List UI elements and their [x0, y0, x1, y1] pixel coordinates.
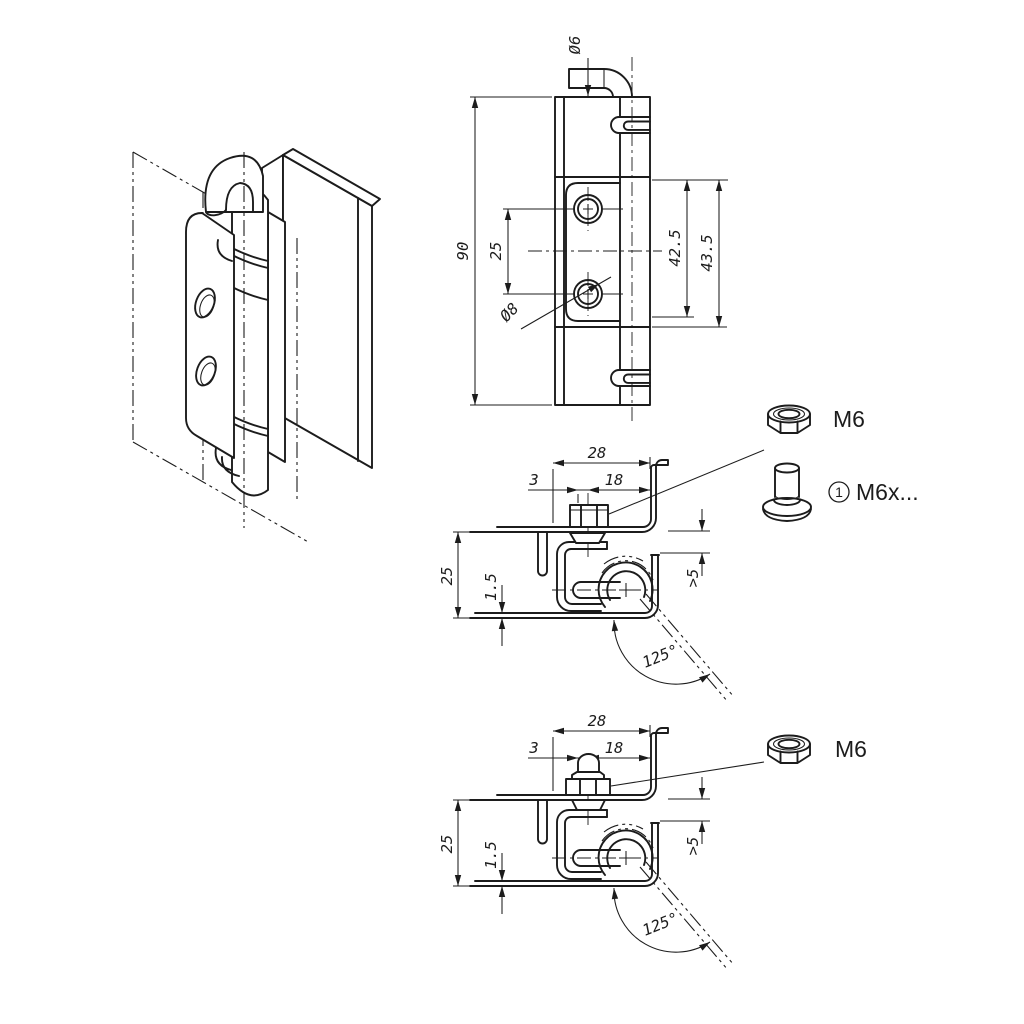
locknut-section	[565, 778, 611, 796]
leaf-mounting-holes	[194, 287, 217, 387]
locknut-section	[569, 504, 609, 528]
dim-section-offset: 3	[528, 471, 538, 489]
screw-label: M6x...	[856, 479, 919, 505]
dim-section-width: 28	[588, 444, 607, 462]
dim-overall-height: 90	[454, 242, 472, 261]
dim-pin-center-distance: 42.5	[666, 229, 684, 266]
dim-section-offset: 3	[528, 739, 538, 757]
hinge-knuckle	[231, 183, 269, 497]
m6-locknut-icon	[767, 404, 811, 434]
phantom-door-panel	[132, 151, 311, 544]
dim-hole-spacing: 25	[487, 242, 505, 261]
dim-opening-angle: 125°	[640, 909, 681, 940]
bent-pin	[568, 68, 633, 98]
dim-opening-angle: 125°	[640, 641, 681, 672]
hardware-callouts: M6 1 M6x... M6	[762, 404, 919, 764]
dim-section-width: 28	[588, 712, 607, 730]
item-marker-circle	[828, 481, 850, 503]
dim-clearance: >5	[684, 837, 702, 856]
dim-section-depth: 25	[438, 835, 456, 854]
dim-section-spacing: 18	[605, 471, 624, 489]
front-view: 90 25 42.5 43.5 Ø6 Ø8	[454, 36, 728, 425]
screw-head-section	[569, 532, 606, 544]
screw-head-section	[571, 799, 606, 811]
hinge-pin-elbow	[204, 154, 264, 213]
section-view-upper: 28 3 18 25 1.5 >5 125°	[438, 444, 765, 702]
knuckle-slot-top	[610, 116, 651, 134]
isometric-view	[132, 148, 381, 544]
dim-clearance: >5	[684, 569, 702, 588]
nut-upper-label: M6	[833, 406, 865, 432]
nut-lower-label: M6	[835, 736, 867, 762]
item-marker: 1	[835, 484, 843, 500]
m6-locknut-icon	[767, 734, 811, 764]
washer-section	[571, 771, 605, 780]
leader-to-nut	[608, 449, 765, 515]
screw-tip-section	[577, 753, 600, 773]
dim-section-spacing: 18	[605, 739, 624, 757]
dim-edge-distance: 43.5	[698, 234, 716, 271]
front-hinge-leaf	[185, 212, 235, 459]
dim-sheet-thickness: 1.5	[482, 573, 500, 601]
dim-sheet-thickness: 1.5	[482, 841, 500, 869]
dim-pin-diameter: Ø6	[566, 36, 584, 55]
dim-hole-diameter: Ø8	[496, 299, 522, 325]
section-view-lower: 28 3 18 25 1.5 >5 125°	[438, 712, 765, 970]
dim-section-depth: 25	[438, 567, 456, 586]
leader-to-nut	[610, 761, 765, 787]
m6-screw-icon	[762, 462, 812, 522]
rear-hinge-leaf	[267, 211, 286, 463]
knuckle-slot-bottom	[610, 369, 651, 387]
